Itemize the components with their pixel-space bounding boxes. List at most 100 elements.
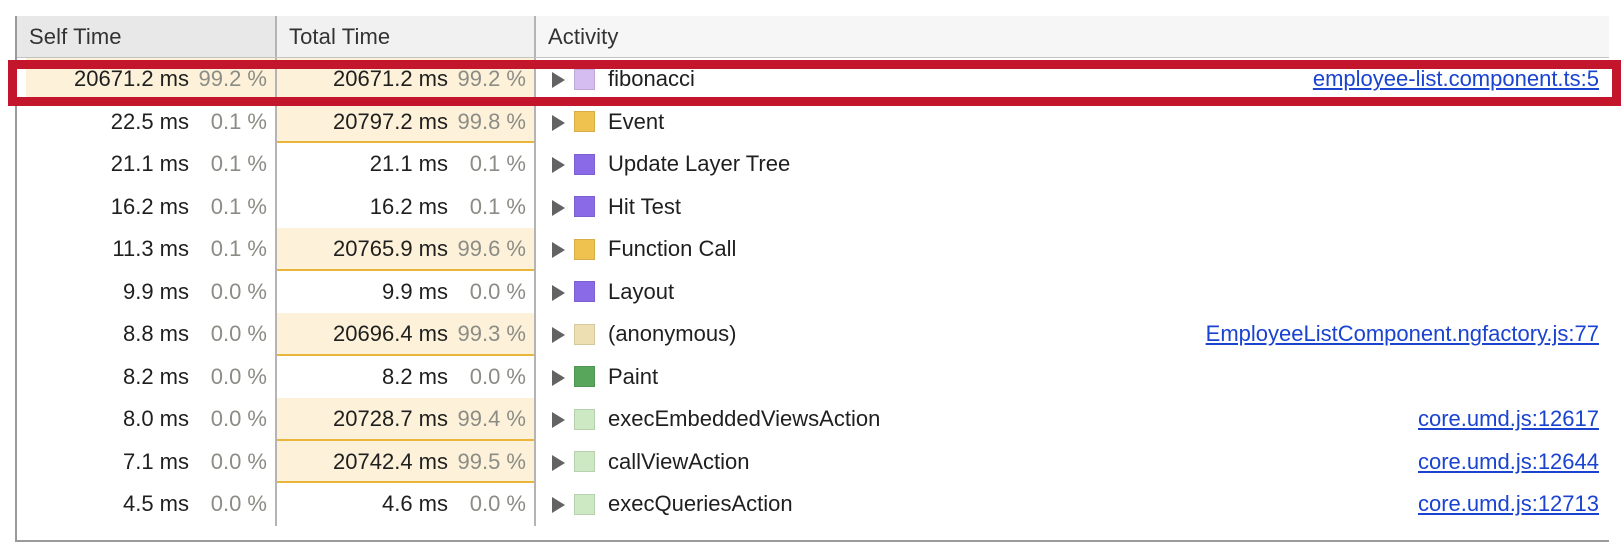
source-location-link[interactable]: core.umd.js:12617 (1418, 406, 1599, 432)
self-time-values: 20671.2 ms 99.2 % (74, 66, 275, 92)
cell-activity: (anonymous)EmployeeListComponent.ngfacto… (536, 313, 1609, 356)
cell-self-time: 4.5 ms 0.0 % (17, 483, 277, 526)
column-header-total-time[interactable]: Total Time (277, 16, 536, 57)
expand-triangle-icon[interactable] (548, 452, 568, 472)
swatch-rendering-purple-icon (574, 196, 595, 218)
activity-name: execQueriesAction (608, 491, 793, 517)
cell-activity: Hit Test (536, 186, 1609, 229)
self-time-ms: 4.5 ms (122, 491, 189, 517)
total-time-bar (277, 440, 534, 483)
self-time-percent: 0.0 % (210, 363, 267, 389)
total-time-bar (277, 313, 534, 356)
expand-triangle-icon[interactable] (548, 69, 568, 89)
self-time-values: 4.5 ms 0.0 % (123, 491, 275, 517)
source-location-link[interactable]: core.umd.js:12644 (1418, 448, 1599, 474)
self-time-ms: 8.8 ms (122, 321, 189, 347)
table-header-row: Self Time Total Time Activity (17, 16, 1609, 58)
activity-name: execEmbeddedViewsAction (608, 406, 881, 432)
total-time-percent: 99.4 % (457, 406, 527, 432)
cell-activity: execQueriesAction core.umd.js:12713 (536, 483, 1609, 526)
swatch-scripting-pale-yellow-icon (574, 323, 595, 345)
total-time-ms: 20696.4 ms (333, 321, 448, 347)
total-time-percent: 99.3 % (457, 321, 527, 347)
self-time-ms: 21.1 ms (110, 151, 189, 177)
expand-triangle-icon[interactable] (548, 154, 568, 174)
swatch-scripting-yellow-icon (574, 111, 595, 133)
expand-triangle-icon[interactable] (548, 367, 568, 387)
swatch-scripting-yellow-icon (574, 238, 595, 260)
bottom-up-table: Self Time Total Time Activity 20671.2 ms… (15, 16, 1609, 542)
source-location-link[interactable]: employee-list.component.ts:5 (1312, 66, 1599, 92)
swatch-rendering-purple-icon (574, 153, 595, 175)
column-header-self-time[interactable]: Self Time (17, 16, 277, 57)
table-row[interactable]: 4.5 ms 0.0 % 4.6 ms 0.0 % execQueriesAction c… (17, 483, 1609, 526)
self-time-ms: 22.5 ms (110, 108, 189, 134)
source-location-link[interactable]: core.umd.js:12713 (1418, 491, 1599, 517)
self-time-ms: 16.2 ms (110, 193, 189, 219)
swatch-rendering-purple-icon (574, 281, 595, 303)
expand-triangle-icon[interactable] (548, 324, 568, 344)
self-time-ms: 20671.2 ms (74, 66, 189, 92)
activity-name: Function Call (608, 236, 737, 262)
total-time-bar (277, 228, 534, 271)
cell-activity: Layout (536, 271, 1609, 314)
expand-triangle-icon[interactable] (548, 282, 568, 302)
activity-name: Event (608, 108, 665, 134)
expand-triangle-icon[interactable] (548, 409, 568, 429)
total-time-percent: 99.8 % (457, 108, 527, 134)
total-time-ms: 21.1 ms (369, 151, 448, 177)
cell-total-time: 20696.4 ms 99.3 % (277, 313, 536, 356)
source-location-link[interactable]: EmployeeListComponent.ngfactory.js:77 (1205, 321, 1599, 347)
cell-self-time: 7.1 ms 0.0 % (17, 440, 277, 483)
expand-triangle-icon[interactable] (548, 112, 568, 132)
total-time-percent: 99.2 % (457, 66, 527, 92)
activity-name: Hit Test (608, 193, 681, 219)
column-header-activity[interactable]: Activity (536, 16, 1609, 57)
cell-activity: Function Call (536, 228, 1609, 271)
cell-total-time: 21.1 ms 0.1 % (277, 143, 536, 186)
expand-triangle-icon[interactable] (548, 494, 568, 514)
expand-triangle-icon[interactable] (548, 239, 568, 259)
total-time-percent: 99.6 % (457, 236, 527, 262)
total-time-bar (277, 398, 534, 441)
self-time-ms: 7.1 ms (122, 448, 189, 474)
self-time-percent: 99.2 % (198, 66, 268, 92)
total-time-percent: 0.1 % (469, 151, 526, 177)
cell-activity: Paint (536, 356, 1609, 399)
total-time-ms: 4.6 ms (381, 491, 448, 517)
self-time-percent: 0.0 % (210, 448, 267, 474)
expand-triangle-icon[interactable] (548, 197, 568, 217)
self-time-percent: 0.0 % (210, 491, 267, 517)
self-time-percent: 0.0 % (210, 278, 267, 304)
